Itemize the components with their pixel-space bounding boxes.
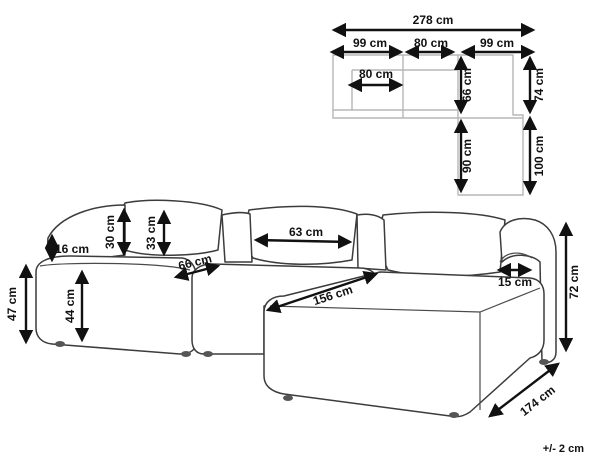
left-seat bbox=[35, 255, 197, 355]
label-seat-height: 47 cm bbox=[5, 287, 19, 321]
sofa-foot bbox=[181, 351, 191, 357]
back-panel-right bbox=[356, 213, 387, 271]
label-right-section: 99 cm bbox=[480, 36, 514, 50]
back-panel-middle bbox=[221, 211, 253, 263]
sofa-foot bbox=[539, 359, 549, 365]
label-chaise-extension-outer: 100 cm bbox=[532, 136, 546, 177]
label-back-height: 30 cm bbox=[103, 215, 117, 249]
back-cushion-left bbox=[119, 199, 223, 256]
sofa-foot bbox=[449, 412, 459, 418]
sofa-foot bbox=[283, 395, 293, 401]
dimension-arrow-cushion-width bbox=[253, 233, 353, 249]
sofa-foot bbox=[203, 351, 213, 357]
chaise-seat bbox=[263, 271, 545, 418]
label-chaise-depth: 174 cm bbox=[517, 383, 558, 419]
label-total-width: 278 cm bbox=[413, 13, 454, 27]
label-arm-height: 16 cm bbox=[55, 242, 89, 256]
right-arm-inner bbox=[499, 252, 533, 263]
sofa-foot bbox=[55, 341, 65, 347]
label-arm-width: 15 cm bbox=[498, 275, 532, 289]
back-cushion-right bbox=[379, 211, 506, 278]
dimension-arrow-seat-width bbox=[173, 262, 221, 281]
tolerance-note: +/- 2 cm bbox=[543, 443, 584, 455]
label-cushion-width: 63 cm bbox=[289, 225, 323, 239]
dimension-arrow-chaise-depth bbox=[488, 362, 560, 418]
label-seat-height-inner: 44 cm bbox=[63, 289, 77, 323]
label-armless-depth: 66 cm bbox=[460, 68, 474, 102]
label-cushion-height: 33 cm bbox=[144, 216, 158, 250]
label-middle-section: 80 cm bbox=[414, 36, 448, 50]
label-left-section: 99 cm bbox=[353, 36, 387, 50]
label-chaise-extension: 90 cm bbox=[460, 139, 474, 173]
top-view: 278 cm 99 cm 80 cm 99 cm 80 cm 66 cm 74 … bbox=[329, 13, 546, 196]
label-seat-depth: 80 cm bbox=[359, 67, 393, 81]
label-total-height: 72 cm bbox=[567, 265, 581, 299]
label-section-depth: 74 cm bbox=[532, 68, 546, 102]
plan-inner-lines bbox=[333, 55, 523, 119]
dimension-arrow-chaise-length bbox=[265, 270, 379, 314]
